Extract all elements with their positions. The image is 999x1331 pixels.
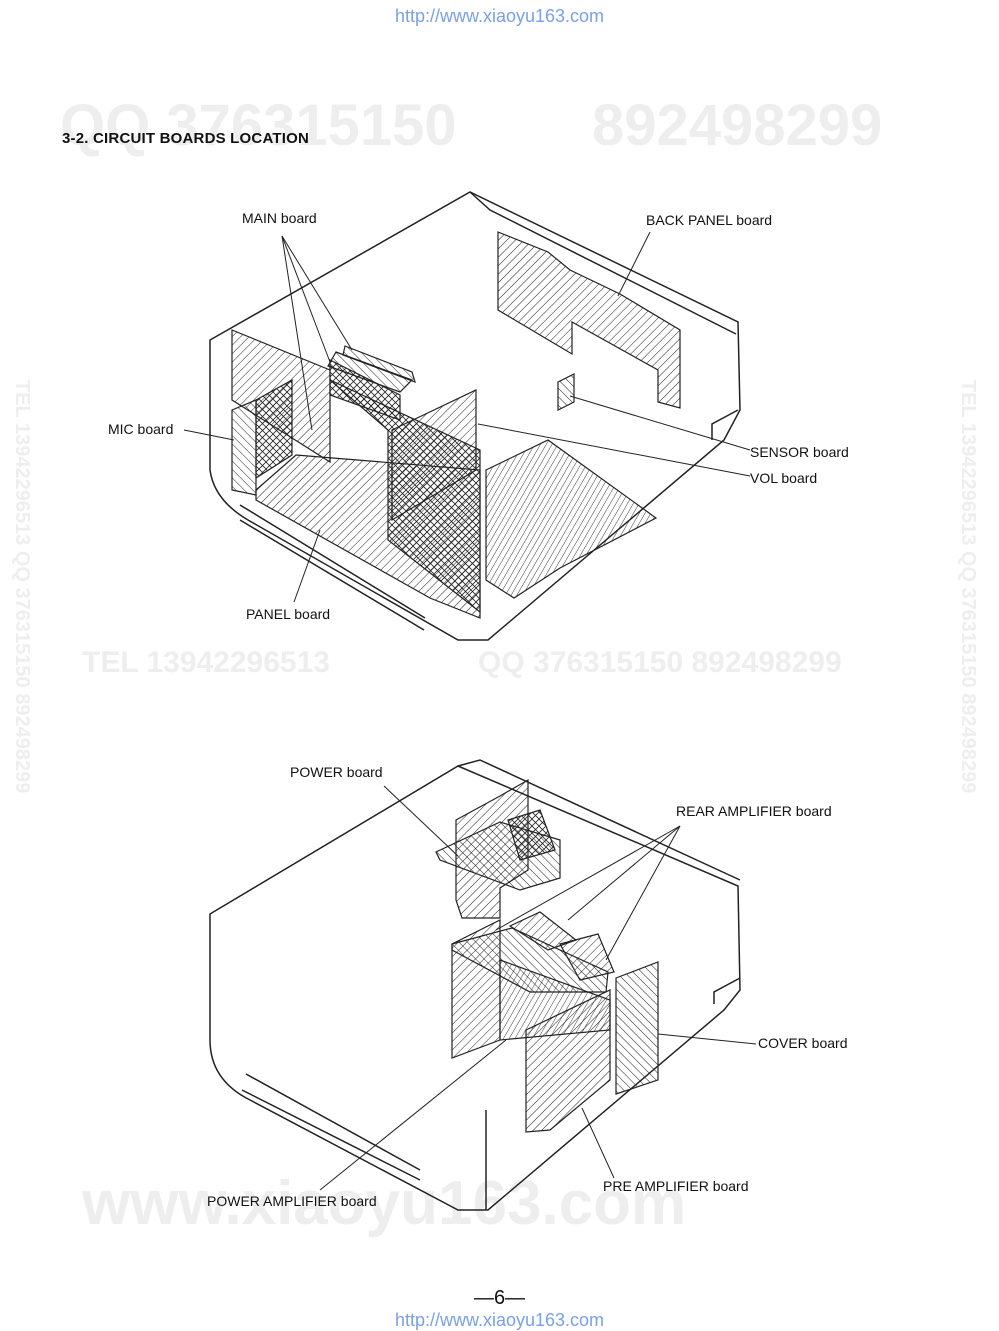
bottom-board-shape (485, 439, 658, 599)
label-power-amplifier-board: POWER AMPLIFIER board (207, 1193, 377, 1209)
label-pre-amplifier-board: PRE AMPLIFIER board (603, 1178, 749, 1194)
watermark-tel-mid: TEL 13942296513 (82, 646, 330, 679)
amplifier-assembly-shape (451, 911, 659, 1133)
top-leader-lines (183, 231, 751, 603)
label-sensor-board: SENSOR board (750, 444, 849, 460)
label-main-board: MAIN board (242, 210, 317, 226)
back-panel-board-shape (497, 231, 681, 409)
page-number: —6— (473, 1287, 526, 1309)
power-board-shape (435, 778, 561, 919)
watermark-vertical-right: TEL 13942296513 QQ 376315150 892498299 (957, 380, 979, 794)
label-back-panel-board: BACK PANEL board (646, 212, 773, 228)
watermark-qq-mid: QQ 376315150 892498299 (478, 646, 842, 679)
label-rear-amplifier-board: REAR AMPLIFIER board (676, 803, 832, 819)
sensor-board-shape (557, 373, 575, 411)
top-cabinet-outline (209, 191, 741, 641)
label-mic-board: MIC board (108, 421, 174, 437)
label-power-board: POWER board (290, 764, 383, 780)
label-cover-board: COVER board (758, 1035, 848, 1051)
header-url[interactable]: http://www.xiaoyu163.com (394, 6, 605, 26)
watermark-qq-top-2: 892498299 (592, 93, 883, 158)
section-title: 3-2. CIRCUIT BOARDS LOCATION (62, 130, 309, 147)
label-vol-board: VOL board (750, 470, 818, 486)
label-panel-board: PANEL board (246, 606, 331, 622)
watermark-site: www.xiaoyu163.com (82, 1169, 687, 1238)
panel-board-shape (231, 329, 481, 619)
watermark-vertical-left: TEL 13942296513 QQ 376315150 892498299 (11, 380, 33, 794)
bottom-cabinet-outline (209, 759, 741, 1211)
watermark-qq-top: QQ 376315150 (60, 93, 457, 158)
bottom-leader-lines (319, 785, 757, 1191)
footer-url[interactable]: http://www.xiaoyu163.com (394, 1310, 605, 1330)
